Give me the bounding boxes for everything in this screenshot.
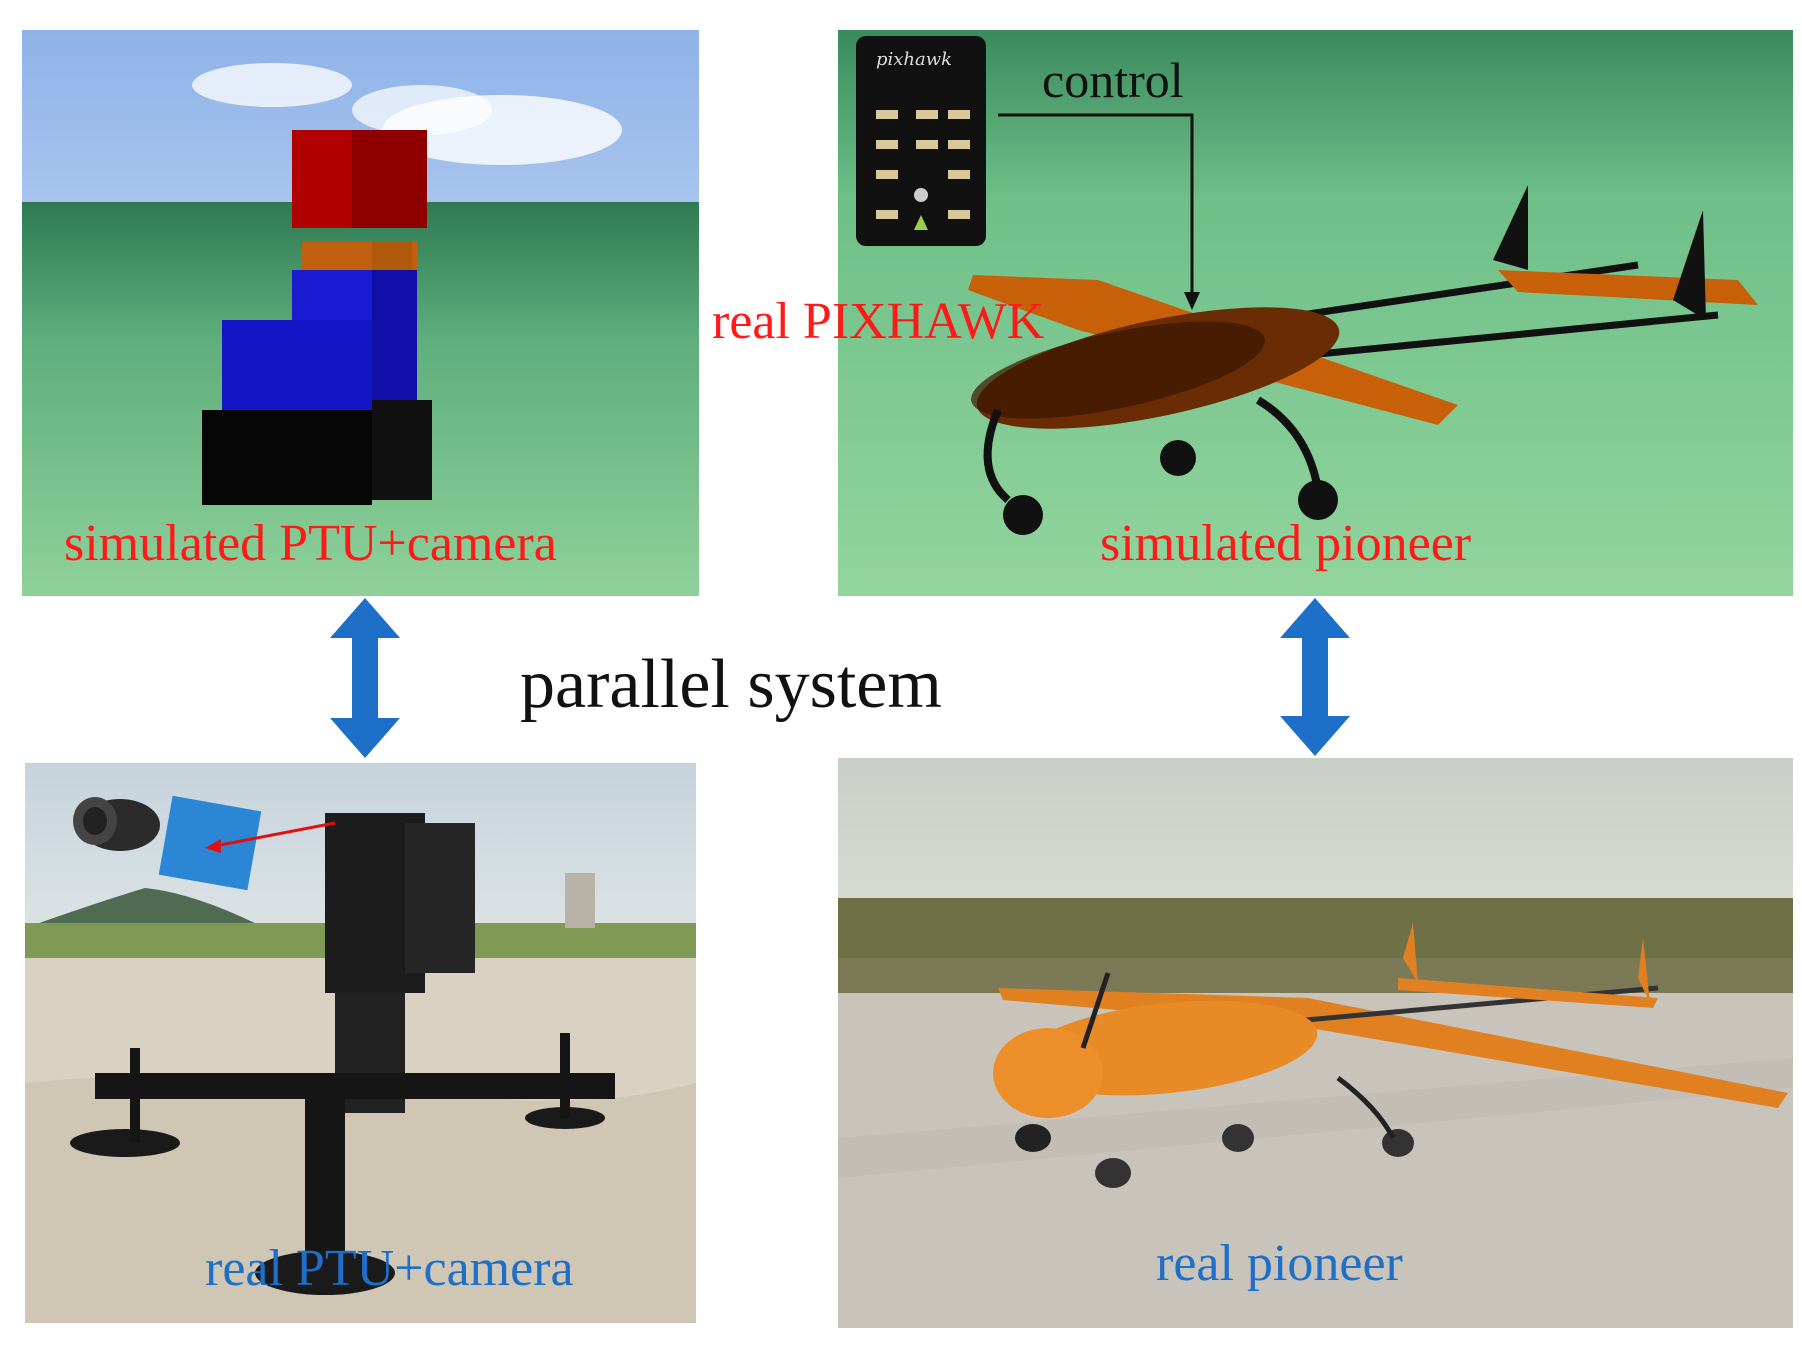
real-pioneer-label: real pioneer [1156, 1235, 1403, 1292]
real-pioneer-panel: real pioneer [838, 758, 1793, 1328]
sim-pioneer-panel: pixhawk simulated pioneer [838, 30, 1793, 596]
sim-ptu-panel: simulated PTU+camera [22, 30, 699, 596]
real-ptu-photo [25, 763, 696, 1323]
double-arrow-icon [1280, 598, 1350, 756]
control-label: control [1042, 52, 1184, 108]
svg-text:pixhawk: pixhawk [876, 49, 952, 70]
sim-ptu-scene [22, 30, 699, 596]
real-ptu-panel: real PTU+camera [25, 763, 696, 1323]
real-ptu-label: real PTU+camera [205, 1240, 574, 1297]
sim-pioneer-label: simulated pioneer [1100, 515, 1472, 572]
real-pioneer-photo [838, 758, 1793, 1328]
sim-pioneer-scene: pixhawk [838, 30, 1793, 596]
pixhawk-board-icon: pixhawk [856, 36, 986, 246]
camera-cube [292, 130, 352, 228]
pixhawk-label: real PIXHAWK [712, 293, 1045, 350]
camera-icon [73, 795, 262, 891]
double-arrow-icon [330, 598, 400, 758]
sim-ptu-label: simulated PTU+camera [64, 515, 557, 572]
parallel-system-title: parallel system [520, 646, 942, 723]
